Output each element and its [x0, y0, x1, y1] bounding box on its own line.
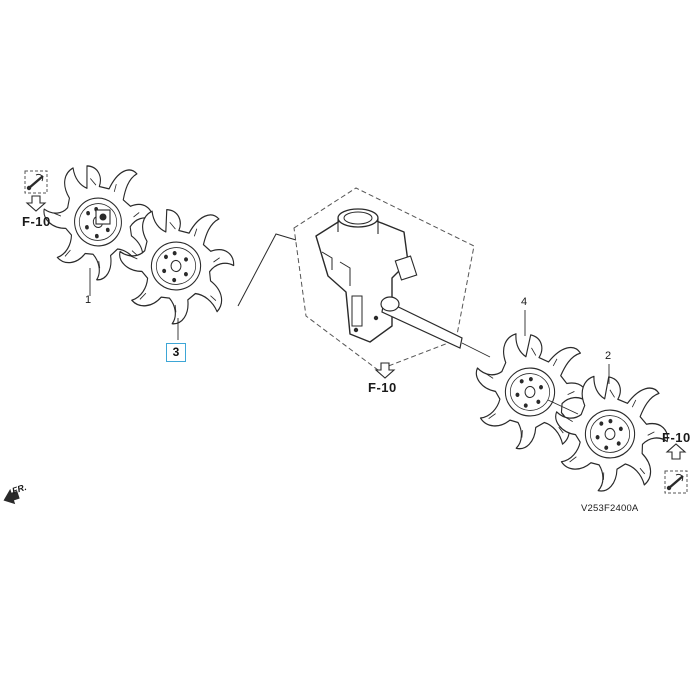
front-direction-icon [3, 488, 20, 505]
ref-label-top-left[interactable]: F-10 [22, 214, 51, 229]
gearbox-assembly [293, 187, 475, 371]
shaft-connection-line [237, 233, 297, 307]
shaft-axis-line [461, 342, 491, 358]
part-label-4: 4 [521, 296, 528, 308]
tine-outer-left-hub [95, 209, 111, 225]
arrow-down-icon [26, 195, 46, 212]
part-callout-3[interactable]: 3 [166, 343, 186, 362]
bolt-clip-icon [663, 469, 689, 495]
part-label-1: 1 [85, 294, 92, 306]
ref-label-center[interactable]: F-10 [368, 380, 397, 395]
part-label-2: 2 [605, 350, 612, 362]
bolt-clip-icon [23, 169, 49, 195]
ref-label-right[interactable]: F-10 [662, 430, 691, 445]
diagram-code: V253F2400A [581, 503, 639, 514]
shaft-axis-line-2 [547, 399, 579, 415]
arrow-up-icon [666, 443, 686, 460]
